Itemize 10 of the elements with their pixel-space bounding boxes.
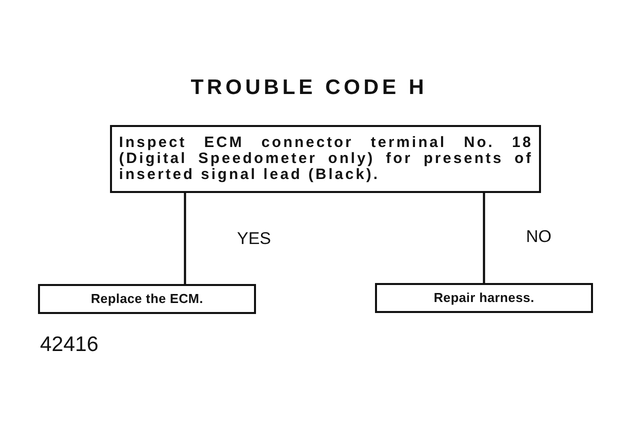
box-text: Replace the ECM. — [90, 291, 204, 307]
box-text: Repair harness. — [432, 290, 536, 306]
box-text: Inspect ECM connector terminal No. 18 (Digital Speedometer only) for presents of inserted signal lead (Black). — [119, 134, 533, 182]
action-box — [38, 284, 256, 314]
action-box — [375, 283, 593, 313]
connector-line — [482, 193, 486, 283]
decision-box — [110, 125, 541, 193]
connector-line — [184, 193, 186, 284]
figure-number: 42416 — [40, 333, 98, 357]
diagram-title: TROUBLE CODE H — [190, 76, 428, 100]
